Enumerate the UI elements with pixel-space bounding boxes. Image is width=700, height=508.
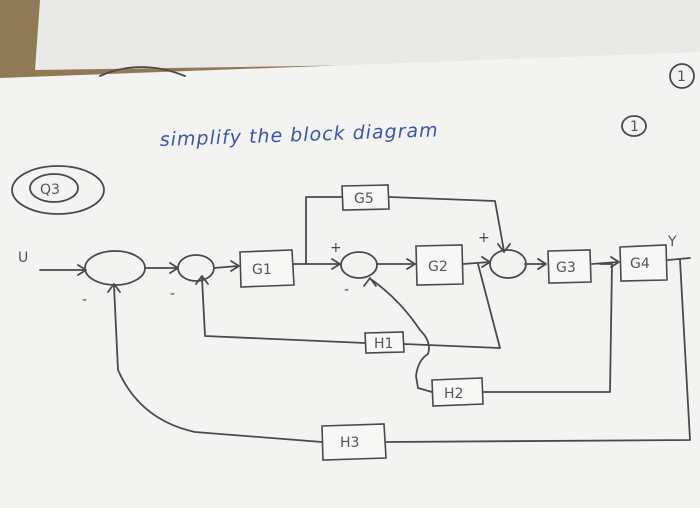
question-label: Q3 [40,182,60,198]
block-g4: G4 [619,244,668,282]
sign-s3-plus: + [330,240,342,256]
back-sheet [35,0,700,70]
svg-text:G4: G4 [630,256,650,272]
sign-s3-minus: - [344,282,349,298]
forward-path [39,257,691,271]
block-h3: H3 [321,423,387,461]
svg-text:H2: H2 [444,386,463,402]
svg-text:H3: H3 [340,435,359,451]
h2-feedback [371,263,613,393]
corner-mark-mid: 1 [630,119,639,135]
block-g5: G5 [341,184,390,211]
block-g3: G3 [547,249,592,284]
sign-s2-minus: - [170,286,175,302]
input-label: U [18,250,28,266]
sign-s4-plus: + [478,230,490,246]
summing-junction-2 [177,254,215,282]
summing-junction-3 [340,251,378,279]
back-sheet-arc [99,66,186,77]
sign-s1-minus: - [82,292,87,308]
corner-circle-mid [621,115,647,137]
svg-text:G3: G3 [556,260,576,276]
corner-mark-top: 1 [677,69,686,85]
question-circle-outer [11,165,105,215]
block-h2: H2 [431,377,484,407]
block-h1: H1 [364,331,405,354]
block-g2: G2 [415,244,464,286]
output-label: Y [667,234,677,250]
h1-feedback [201,263,501,349]
svg-text:H1: H1 [374,336,393,352]
corner-circle-top [669,63,695,89]
h3-feedback [113,259,691,443]
svg-text:G1: G1 [252,262,272,278]
svg-text:G2: G2 [428,259,448,275]
block-g1: G1 [239,249,295,288]
g5-feedforward [305,196,505,265]
paper-sheet [0,52,700,508]
summing-junction-1 [84,250,146,286]
summing-junction-4 [489,249,527,279]
svg-text:G5: G5 [354,191,374,207]
question-circle-inner [29,173,79,203]
